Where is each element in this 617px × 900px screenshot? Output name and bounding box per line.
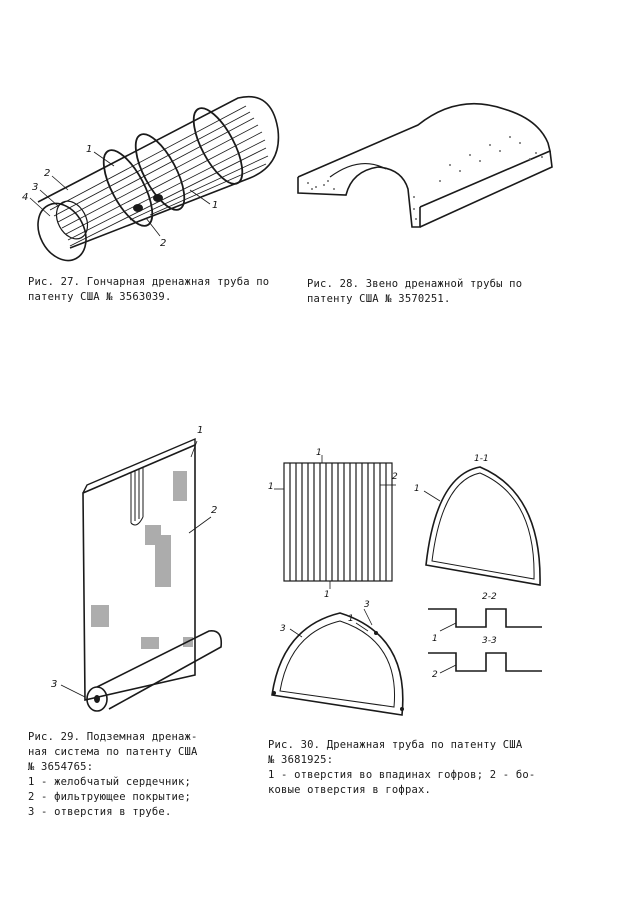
pipe-collars: [102, 107, 244, 227]
panel-section-lines: [274, 455, 396, 589]
fig29-leaders: [60, 440, 212, 698]
panel-callout-1-left: 1: [268, 482, 274, 492]
caption-line: 1 - желобчатый сердечник;: [28, 776, 192, 788]
section-label-1-1: 1-1: [474, 454, 489, 464]
caption-line: № 3681925:: [268, 754, 334, 766]
figure-29-caption: Рис. 29. Подземная дренаж- ная система п…: [28, 730, 198, 820]
panel-callout-1-bottom: 1: [324, 590, 330, 600]
profile-2-2: [428, 608, 542, 628]
profile-2-2-callout: 1: [432, 634, 438, 644]
pipe-open-end: [37, 202, 87, 262]
pipe-profile-leaders: [289, 608, 373, 638]
profile-callout-2: 3: [280, 624, 286, 634]
callout-2: 2: [211, 505, 217, 516]
fig27-leaders: [29, 151, 211, 237]
callout-3: 3: [51, 679, 57, 690]
mesh-patches: [91, 471, 193, 649]
caption-line: Рис. 30. Дренажная труба по патенту США: [268, 739, 523, 751]
drain-link-illustration: [297, 102, 553, 228]
caption-line: № 3654765:: [28, 761, 94, 773]
caption-line: патенту США № 3570251.: [307, 293, 451, 305]
section-label-2-2: 2-2: [482, 592, 497, 602]
pipe-hole: [133, 204, 143, 212]
caption-line: Рис. 29. Подземная дренаж-: [28, 731, 198, 743]
callout-4: 4: [22, 192, 28, 203]
caption-line: Рис. 27. Гончарная дренажная труба по: [28, 276, 270, 288]
callout-2: 2: [44, 168, 50, 179]
pipe-inner-bore: [55, 200, 89, 240]
callout-2-lower: 2: [160, 238, 166, 249]
caption-line: 3 - отверстия в трубе.: [28, 806, 172, 818]
pipe-profile-outer: [271, 612, 404, 716]
profile-callout-3-lower: 1: [348, 614, 354, 624]
profile-2-2-leader: [439, 622, 457, 632]
filter-sheet: [82, 443, 196, 702]
clay-pipe-illustration: 1 2 3 4 1 2: [22, 96, 280, 262]
pipe-hatching: [49, 105, 269, 247]
figure-30-caption: Рис. 30. Дренажная труба по патенту США …: [268, 738, 535, 798]
caption-line: патенту США № 3563039.: [28, 291, 172, 303]
section-1-1-callout: 1: [414, 484, 420, 494]
callout-1-lower: 1: [212, 200, 218, 211]
figure-29-drawing: 1 2 3: [45, 415, 245, 715]
profile-callout-3-upper: 3: [364, 600, 370, 610]
callout-1: 1: [197, 425, 203, 436]
grooved-core: [130, 467, 144, 526]
profile-3-3-leader: [439, 664, 457, 674]
pipe-body-outline: [37, 96, 280, 249]
tube-body: [96, 630, 223, 710]
arch-right-flange: [419, 150, 553, 228]
figure-28-drawing: [290, 85, 560, 235]
sheet-top-edge: [82, 437, 196, 494]
underground-drain-illustration: 1 2 3: [51, 425, 223, 712]
figure-27-caption: Рис. 27. Гончарная дренажная труба по па…: [28, 275, 269, 305]
section-1-1-inner: [431, 472, 535, 580]
corrugated-pipe-illustration: 1 1 2 1 1-1 1 2-2 1 3-3 2 3 3: [268, 448, 542, 716]
pipe-profile-inner: [279, 620, 396, 708]
tube-bore: [94, 695, 100, 703]
caption-line: Рис. 28. Звено дренажной трубы по: [307, 278, 523, 290]
figure-27-drawing: 1 2 3 4 1 2: [10, 70, 290, 262]
figure-30-drawing: 1 1 2 1 1-1 1 2-2 1 3-3 2 3 3: [260, 445, 560, 730]
pipe-hole: [153, 194, 163, 202]
pipe-profile-holes: [272, 631, 404, 711]
profile-3-3: [428, 652, 542, 672]
caption-line: ковые отверстия в гофрах.: [268, 784, 432, 796]
callout-3: 3: [32, 182, 38, 193]
arch-inner-curve: [329, 162, 387, 178]
panel-callout-2: 2: [392, 472, 398, 482]
profile-3-3-callout: 2: [432, 670, 438, 680]
figure-28-caption: Рис. 28. Звено дренажной трубы по патент…: [307, 277, 522, 307]
arch-front-flange: [297, 166, 421, 228]
panel-callout-1-top: 1: [316, 448, 322, 458]
caption-line: 1 - отверстия во впадинах гофров; 2 - бо…: [268, 769, 536, 781]
caption-line: ная система по патенту США: [28, 746, 198, 758]
section-1-1-leader: [423, 490, 441, 502]
arch-texture: [307, 136, 543, 220]
caption-line: 2 - фильтрующее покрытие;: [28, 791, 192, 803]
callout-1: 1: [86, 144, 92, 155]
arch-outline: [297, 102, 551, 208]
corrugated-panel: [283, 462, 393, 582]
section-1-1-outer: [425, 466, 541, 586]
section-label-3-3: 3-3: [482, 636, 497, 646]
